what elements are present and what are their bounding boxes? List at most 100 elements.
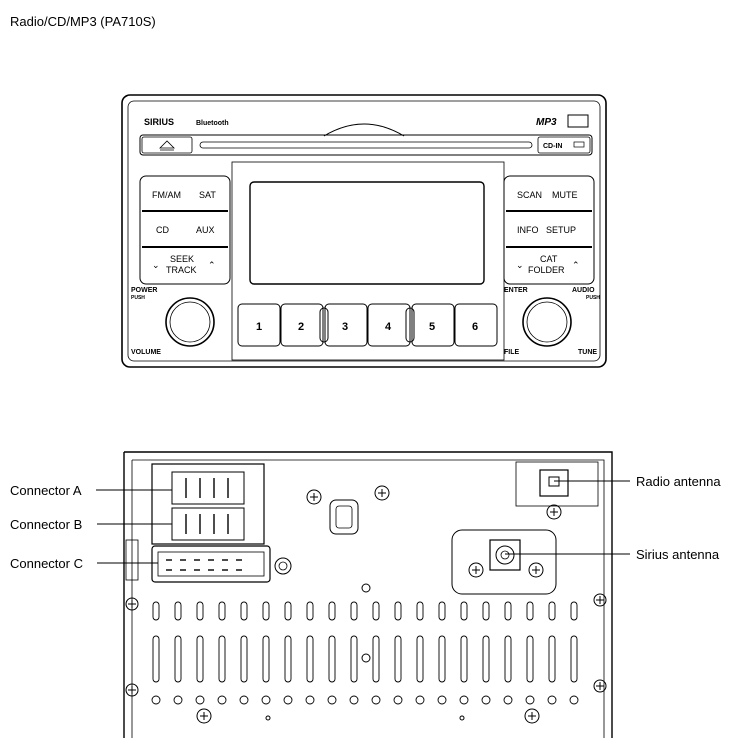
vent-hole bbox=[415, 695, 425, 705]
vent-slot bbox=[372, 601, 380, 621]
vent-slot bbox=[570, 601, 578, 621]
vent-slot bbox=[262, 601, 270, 621]
connector-housing-ab bbox=[151, 463, 265, 545]
connector-b bbox=[171, 507, 245, 541]
vent-hole bbox=[261, 695, 271, 705]
vent-hole bbox=[305, 695, 315, 705]
bluetooth-logo: Bluetooth bbox=[196, 120, 229, 127]
vent-slot bbox=[504, 635, 512, 683]
vent-slot bbox=[460, 635, 468, 683]
vent-slots bbox=[151, 601, 579, 705]
preset-label-6: 6 bbox=[472, 321, 478, 333]
seek-up-icon: ⌃ bbox=[208, 260, 216, 270]
vent-slot bbox=[438, 601, 446, 621]
preset-button-5[interactable] bbox=[411, 303, 455, 347]
vent-hole bbox=[393, 695, 403, 705]
vent-slot bbox=[350, 601, 358, 621]
vent-slot bbox=[196, 601, 204, 621]
info-label: INFO bbox=[517, 225, 539, 235]
volume-label: VOLUME bbox=[131, 349, 161, 356]
radio-antenna-label: Radio antenna bbox=[636, 474, 721, 489]
aux-label: AUX bbox=[196, 225, 215, 235]
vent-slot bbox=[504, 601, 512, 621]
vent-slot bbox=[218, 601, 226, 621]
vent-slot bbox=[394, 601, 402, 621]
preset-button-3[interactable] bbox=[324, 303, 368, 347]
vent-slot bbox=[416, 635, 424, 683]
connector-c bbox=[151, 545, 271, 583]
vent-slot bbox=[240, 601, 248, 621]
tune-label: TUNE bbox=[578, 349, 597, 356]
preset-button-6[interactable] bbox=[454, 303, 498, 347]
track-label: TRACK bbox=[166, 265, 197, 275]
vent-hole bbox=[459, 695, 469, 705]
vent-hole bbox=[525, 695, 535, 705]
preset-button-1[interactable] bbox=[237, 303, 281, 347]
vent-hole bbox=[371, 695, 381, 705]
vent-slot bbox=[460, 601, 468, 621]
radio-antenna-socket bbox=[539, 469, 569, 497]
vent-slot bbox=[328, 635, 336, 683]
vent-slot bbox=[372, 635, 380, 683]
cd-slot bbox=[199, 141, 533, 149]
lcd-display bbox=[249, 181, 485, 285]
tune-knob[interactable] bbox=[522, 297, 572, 347]
preset-button-2[interactable] bbox=[280, 303, 324, 347]
vent-hole bbox=[437, 695, 447, 705]
volume-knob[interactable] bbox=[165, 297, 215, 347]
preset-label-5: 5 bbox=[429, 321, 435, 333]
vent-hole bbox=[327, 695, 337, 705]
rear-panel bbox=[123, 451, 613, 738]
mp3-logo: MP3 bbox=[536, 117, 557, 128]
sirius-antenna-socket bbox=[489, 539, 521, 571]
vent-hole bbox=[547, 695, 557, 705]
vent-hole bbox=[481, 695, 491, 705]
vent-slot bbox=[262, 635, 270, 683]
vent-slot bbox=[350, 635, 358, 683]
audio-push-label: PUSH bbox=[586, 295, 600, 301]
vent-hole bbox=[283, 695, 293, 705]
vent-hole bbox=[151, 695, 161, 705]
preset-button-4[interactable] bbox=[367, 303, 411, 347]
vent-slot bbox=[306, 601, 314, 621]
callout-lines bbox=[96, 480, 630, 564]
vent-slot bbox=[482, 601, 490, 621]
eject-button[interactable] bbox=[141, 136, 193, 154]
mute-label: MUTE bbox=[552, 190, 578, 200]
cd-label: CD bbox=[156, 225, 169, 235]
sat-label: SAT bbox=[199, 190, 216, 200]
seek-down-icon: ⌄ bbox=[152, 260, 160, 270]
vent-hole bbox=[239, 695, 249, 705]
vent-slot bbox=[438, 635, 446, 683]
vent-slot bbox=[196, 635, 204, 683]
front-panel: SIRIUS Bluetooth MP3 CD-IN bbox=[121, 94, 607, 368]
connector-c-label: Connector C bbox=[10, 556, 83, 571]
cd-in-indicator bbox=[537, 136, 591, 154]
vent-slot bbox=[152, 635, 160, 683]
vent-hole bbox=[569, 695, 579, 705]
connector-a-label: Connector A bbox=[10, 483, 82, 498]
preset-label-3: 3 bbox=[342, 321, 348, 333]
vent-slot bbox=[174, 635, 182, 683]
vent-hole bbox=[503, 695, 513, 705]
vent-hole bbox=[195, 695, 205, 705]
front-panel-labels: FM/AM SAT CD AUX SEEK TRACK ⌄ ⌃ SCAN MUT… bbox=[131, 190, 600, 356]
vent-hole bbox=[173, 695, 183, 705]
scan-label: SCAN bbox=[517, 190, 542, 200]
vent-slot bbox=[218, 635, 226, 683]
fm-am-label: FM/AM bbox=[152, 190, 181, 200]
preset-label-4: 4 bbox=[385, 321, 392, 333]
enter-label: ENTER bbox=[504, 287, 528, 294]
disc-logo-icon bbox=[567, 114, 589, 128]
sirius-antenna-label: Sirius antenna bbox=[636, 547, 720, 562]
vent-slot bbox=[394, 635, 402, 683]
power-label: POWER bbox=[131, 287, 157, 294]
setup-label: SETUP bbox=[546, 225, 576, 235]
vent-hole bbox=[349, 695, 359, 705]
cat-label: CAT bbox=[540, 254, 558, 264]
file-label: FILE bbox=[504, 349, 519, 356]
folder-up-icon: ⌃ bbox=[572, 260, 580, 270]
power-push-label: PUSH bbox=[131, 295, 145, 301]
vent-slot bbox=[548, 635, 556, 683]
